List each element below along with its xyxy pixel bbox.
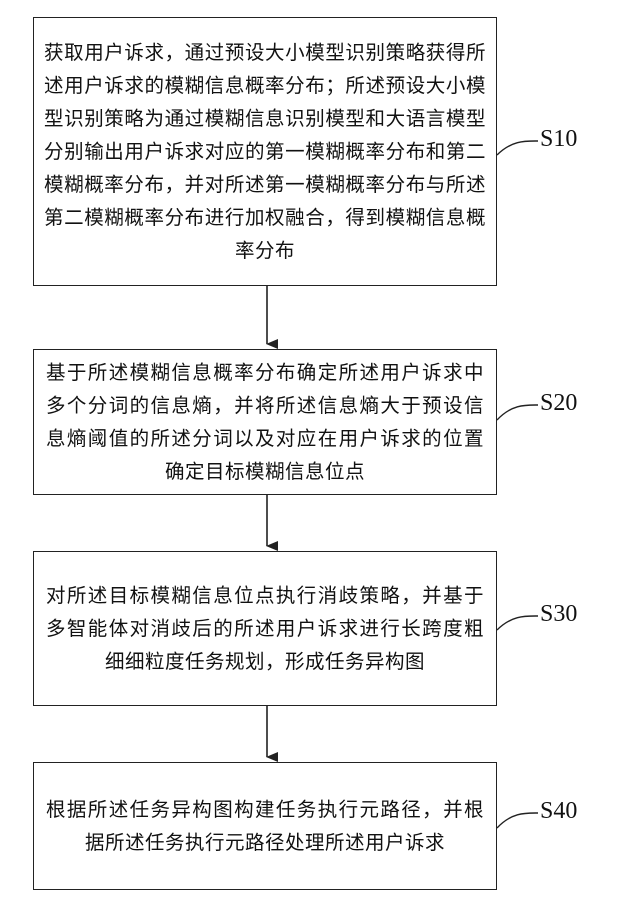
leader-s30 [497, 616, 538, 630]
step-label-s40: S40 [540, 798, 577, 825]
leader-s20 [497, 405, 538, 420]
step-box-s30: 对所述目标模糊信息位点执行消歧策略，并基于多智能体对消歧后的所述用户诉求进行长跨… [33, 551, 497, 706]
leader-s40 [497, 813, 538, 828]
step-text-s20: 基于所述模糊信息概率分布确定所述用户诉求中多个分词的信息熵，并将所述信息熵大于预… [46, 356, 484, 488]
step-label-s30: S30 [540, 601, 577, 628]
step-text-s10: 获取用户诉求，通过预设大小模型识别策略获得所述用户诉求的模糊信息概率分布；所述预… [44, 36, 486, 267]
step-label-s10: S10 [540, 126, 577, 153]
step-box-s10: 获取用户诉求，通过预设大小模型识别策略获得所述用户诉求的模糊信息概率分布；所述预… [33, 17, 497, 286]
leader-s10 [497, 141, 538, 155]
step-label-s20: S20 [540, 390, 577, 417]
step-box-s40: 根据所述任务异构图构建任务执行元路径，并根据所述任务执行元路径处理所述用户诉求 [33, 762, 497, 890]
step-text-s40: 根据所述任务异构图构建任务执行元路径，并根据所述任务执行元路径处理所述用户诉求 [46, 793, 484, 859]
step-text-s30: 对所述目标模糊信息位点执行消歧策略，并基于多智能体对消歧后的所述用户诉求进行长跨… [46, 579, 484, 678]
step-box-s20: 基于所述模糊信息概率分布确定所述用户诉求中多个分词的信息熵，并将所述信息熵大于预… [33, 349, 497, 495]
